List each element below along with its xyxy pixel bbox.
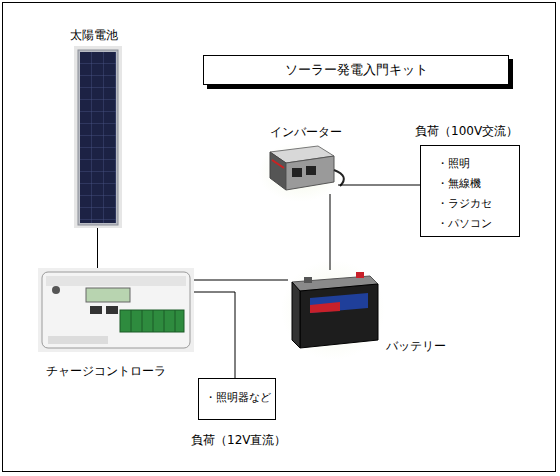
list-item: ・ラジカセ bbox=[437, 194, 519, 214]
list-item: ・パソコン bbox=[437, 214, 519, 234]
outlet bbox=[292, 168, 302, 177]
list-item: ・照明器など bbox=[205, 388, 275, 408]
panel-frame bbox=[78, 50, 118, 225]
terminal-divider bbox=[131, 310, 175, 332]
battery-side bbox=[292, 282, 300, 348]
list-item: ・照明 bbox=[437, 154, 519, 174]
controller-lcd bbox=[86, 288, 130, 302]
battery-terminal bbox=[356, 272, 364, 278]
battery-front bbox=[300, 284, 378, 348]
outlet bbox=[306, 166, 316, 175]
inverter-cable bbox=[334, 170, 344, 186]
outer-frame bbox=[3, 3, 556, 472]
node-label: 負荷（12V直流） bbox=[191, 432, 286, 448]
node-label: チャージコントローラ bbox=[46, 363, 166, 379]
battery-label bbox=[310, 302, 340, 313]
controller-header bbox=[46, 276, 186, 286]
inverter-node: インバーター bbox=[266, 144, 338, 194]
solar-panel bbox=[80, 52, 116, 223]
title-box: ソーラー発電入門キット bbox=[203, 55, 509, 85]
node-label: 太陽電池 bbox=[70, 27, 118, 43]
node-label: 負荷（100V交流） bbox=[415, 123, 518, 139]
charge-controller-node: チャージコントローラ bbox=[38, 268, 194, 352]
photo-background bbox=[281, 260, 385, 360]
inverter-front bbox=[286, 156, 334, 190]
inverter-stripe bbox=[272, 160, 284, 168]
battery-node: バッテリー bbox=[288, 270, 382, 354]
controller-plate bbox=[48, 336, 108, 344]
dc-load-box: ・照明器など負荷（12V直流） bbox=[198, 378, 276, 420]
battery-label bbox=[310, 293, 368, 313]
list-item: ・無線機 bbox=[437, 174, 519, 194]
controller-button bbox=[90, 306, 102, 314]
wire-connector bbox=[194, 292, 235, 378]
solar-panel-node: 太陽電池 bbox=[74, 46, 122, 228]
wire-connector bbox=[194, 280, 288, 281]
wire-connector bbox=[338, 185, 420, 186]
node-label: インバーター bbox=[270, 124, 342, 140]
photo-background bbox=[38, 268, 194, 352]
controller-body bbox=[42, 272, 190, 348]
controller-button bbox=[106, 306, 118, 314]
photo-background bbox=[74, 46, 122, 228]
photo-background bbox=[258, 142, 342, 202]
inverter-side bbox=[270, 152, 286, 190]
battery-terminal bbox=[304, 277, 312, 283]
wire-connector bbox=[330, 194, 331, 270]
ac-load-box: 負荷（100V交流）・照明・無線機・ラジカセ・パソコン bbox=[420, 145, 520, 237]
controller-lamp bbox=[52, 286, 60, 294]
wire-connector bbox=[97, 228, 98, 268]
node-label: バッテリー bbox=[386, 338, 446, 354]
terminal-block bbox=[120, 310, 184, 332]
